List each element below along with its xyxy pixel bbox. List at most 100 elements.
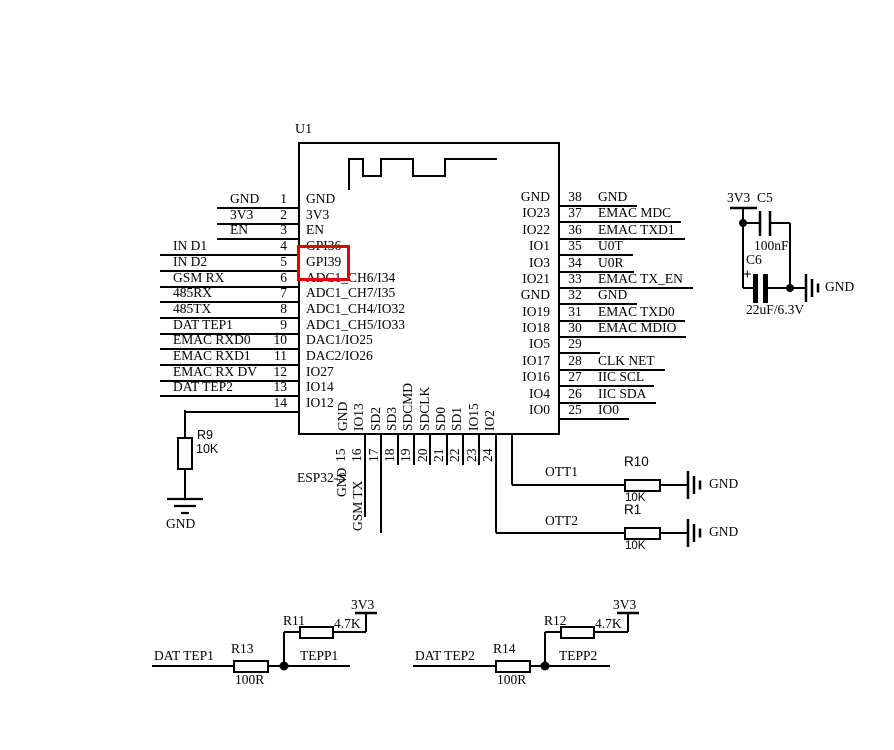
pin-number: 29	[568, 336, 582, 352]
pin-name-right-29: IO5	[529, 336, 550, 352]
pin-number: 30	[568, 320, 582, 336]
capacitor-c6-icon	[753, 274, 768, 303]
pin-number: 25	[568, 401, 582, 417]
pin-name-right-36: IO22	[522, 221, 550, 237]
pin-net-label: EMAC RX DV	[173, 363, 258, 379]
resistor-r14-ref: R14	[493, 641, 516, 656]
ground-symbol-power	[804, 274, 820, 302]
pin-name-left-1: GND	[306, 191, 336, 206]
power-label-3v3-tep1: 3V3	[351, 597, 375, 612]
resistor-r10-value: 10K	[625, 492, 646, 504]
pin-name-bottom-22: SD1	[449, 406, 465, 431]
net-label-ott2: OTT2	[545, 513, 578, 528]
capacitor-c6-value: 22uF/6.3V	[746, 302, 805, 317]
pin-number: 27	[568, 369, 582, 385]
pin-name-left-9: ADC1_CH5/IO33	[306, 316, 406, 332]
pin-row-right-33: 33 EMAC TX_EN	[560, 270, 693, 289]
pin-net-label: EMAC TX_EN	[598, 270, 683, 286]
pin-name-left-7: ADC1_CH7/I35	[306, 285, 396, 301]
pin-net-label: GND	[598, 189, 628, 204]
pin-name-bottom-15: GND	[335, 401, 350, 431]
pin-net-label: IIC SDA	[598, 385, 647, 401]
pin-name-bottom-19: SDCMD	[400, 382, 416, 431]
pin-row-left-14: 14	[185, 394, 298, 414]
chip-u1-body	[298, 142, 560, 435]
pin-name-left-13: IO14	[306, 379, 334, 395]
resistor-r1-body	[624, 527, 661, 540]
pin-name-bottom-24: IO2	[481, 410, 497, 431]
pin-number: 33	[568, 270, 582, 286]
resistor-r14-body	[495, 660, 531, 673]
pin-name-bottom-17: SD2	[367, 406, 383, 431]
ground-symbol-ott2	[686, 519, 702, 547]
pin-net-label: EMAC RXD1	[173, 348, 251, 363]
ground-label-ott2: GND	[709, 524, 739, 539]
pin-row-right-30: 30 EMAC MDIO	[560, 319, 687, 339]
pin-number: 14	[273, 395, 288, 411]
pin-name-bottom-21: SD0	[432, 406, 448, 431]
pin-row-right-34: 34 U0R	[560, 254, 634, 273]
resistor-r11-ref: R11	[283, 613, 306, 628]
resistor-r1-value: 10K	[625, 540, 646, 552]
pin-net-label: 485RX	[173, 285, 213, 301]
pin-net-label: EMAC MDIO	[598, 320, 677, 336]
resistor-r11-value: 4.7K	[334, 616, 361, 631]
pin-number-bottom-20: 20	[414, 448, 430, 463]
pin-number: 2	[280, 206, 287, 222]
capacitor-c6-plus-sign: +	[743, 267, 752, 283]
pin-name-left-8: ADC1_CH4/IO32	[306, 300, 406, 316]
chip-refdes: U1	[295, 122, 313, 137]
pin-net-label: 485TX	[173, 300, 212, 316]
pin-number: 6	[280, 269, 287, 285]
net-label-bottom-16: GSM TX	[350, 480, 366, 531]
pin-name-right-25: IO0	[529, 401, 550, 417]
pin-net-label: DAT TEP1	[173, 316, 233, 332]
pin-name-right-32: GND	[520, 287, 550, 303]
pin-net-label: EN	[230, 222, 248, 238]
resistor-r14-value: 100R	[497, 672, 527, 687]
pin-number: 1	[280, 191, 287, 206]
pin-name-right-37: IO23	[522, 205, 550, 221]
pin-number-bottom-22: 22	[447, 448, 463, 463]
pin-net-label: GSM RX	[173, 269, 225, 285]
resistor-r13-value: 100R	[235, 672, 265, 687]
pin-net-label: IN D1	[173, 238, 208, 254]
pin-name-left-14: IO12	[306, 395, 334, 411]
chip-part-name: ESP32-S	[297, 470, 346, 485]
pin-number: 35	[568, 238, 582, 254]
net-label-dat-tep2: DAT TEP2	[415, 648, 475, 663]
pin-name-bottom-16: IO13	[351, 403, 367, 431]
resistor-r9-value: 10K	[196, 442, 219, 456]
pin-row-right-36: 36 EMAC TXD1	[560, 221, 685, 240]
net-label-tepp1: TEPP1	[300, 648, 339, 663]
pin-number: 36	[568, 221, 582, 237]
pin-name-right-27: IO16	[522, 369, 550, 385]
pin-number: 13	[273, 379, 288, 395]
pin-name-right-26: IO4	[529, 385, 550, 401]
pin-net-label: U0R	[598, 254, 624, 270]
resistor-r9-ref: R9	[197, 428, 213, 442]
ground-label-power: GND	[825, 279, 855, 294]
pin-name-right-28: IO17	[522, 352, 550, 368]
pin-number: 8	[280, 300, 287, 316]
pin-number: 34	[568, 254, 582, 270]
pin-name-right-34: IO3	[529, 254, 550, 270]
pin-name-right-31: IO19	[522, 303, 550, 319]
pin-name-right-30: IO18	[522, 320, 550, 336]
pin-net-label: EMAC RXD0	[173, 332, 251, 348]
pin-net-label: EMAC TXD1	[598, 221, 675, 237]
pin-name-bottom-23: IO15	[465, 403, 481, 431]
resistor-r13-ref: R13	[231, 641, 254, 656]
ground-symbol-ott1	[686, 471, 702, 499]
